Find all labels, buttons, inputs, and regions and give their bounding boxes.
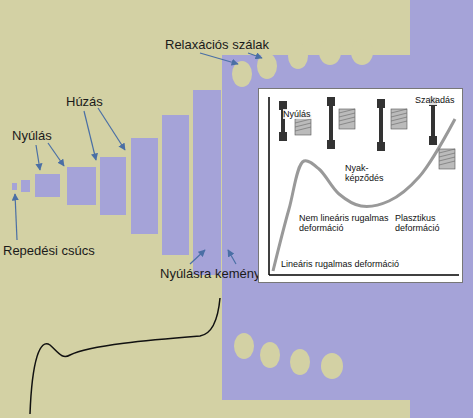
graph-label: Nyúlás <box>283 109 323 119</box>
graph-label: Nyak- képződés <box>345 163 395 183</box>
leader-lines <box>15 53 262 264</box>
stress-strain-inset: Nyúlás SzakadásNyak- képződésNem lineáris… <box>258 88 463 283</box>
graph-label: Szakadás <box>415 95 460 105</box>
graph-label: Lineáris rugalmas deformáció <box>281 259 451 269</box>
annotation-label: Repedési csúcs <box>3 243 95 258</box>
annotation-label: Húzás <box>66 94 103 109</box>
graph-label: Plasztikus deformáció <box>395 213 455 233</box>
annotation-label: Relaxációs szálak <box>165 37 269 52</box>
annotation-label: Nyúlás <box>12 128 52 143</box>
stress-curve <box>30 298 220 414</box>
graph-label: Nem lineáris rugalmas deformáció <box>299 213 399 233</box>
